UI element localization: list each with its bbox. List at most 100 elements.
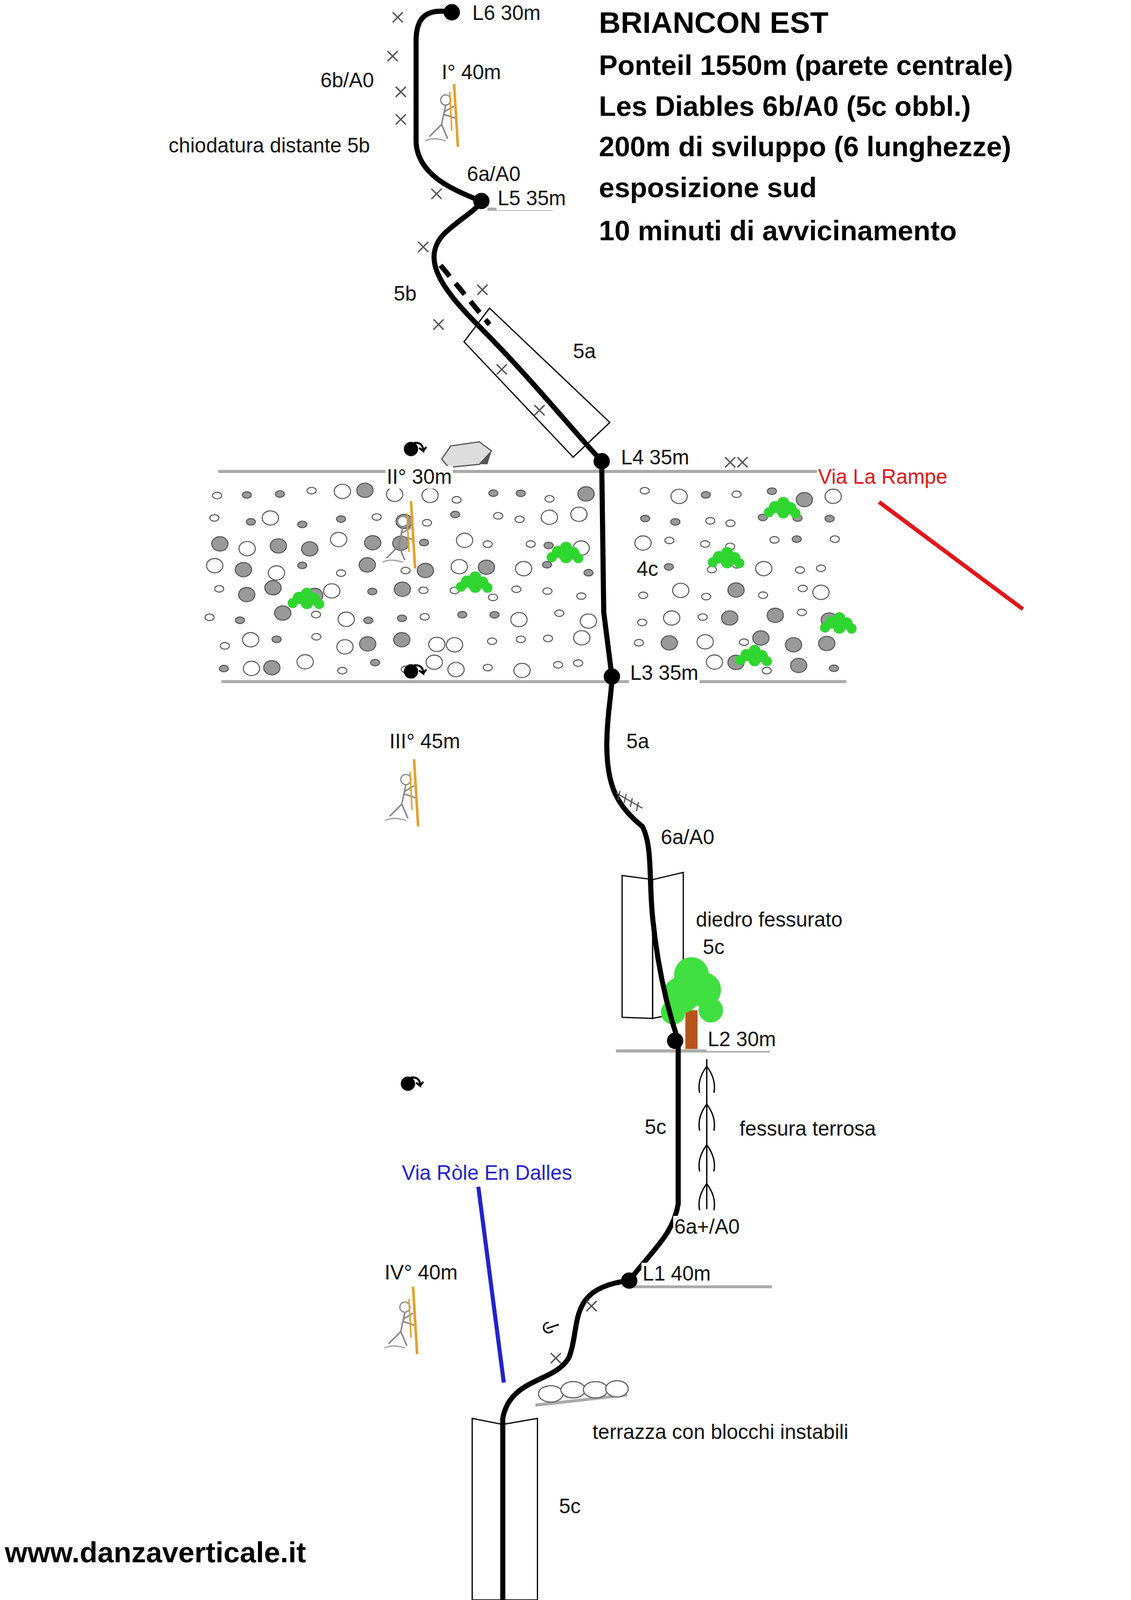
pebble xyxy=(478,560,495,575)
pebble xyxy=(235,616,245,624)
route-info: Les Diables 6b/A0 (5c obbl.) xyxy=(598,91,972,122)
pebble xyxy=(640,487,650,494)
pebble xyxy=(790,658,807,673)
route-info: 200m di sviluppo (6 lunghezze) xyxy=(598,131,1012,163)
pebble xyxy=(311,633,321,640)
pebble xyxy=(637,618,647,626)
pebble xyxy=(483,664,493,671)
pebble xyxy=(543,541,554,549)
pebble xyxy=(446,637,463,653)
pebble xyxy=(219,665,229,672)
pebble xyxy=(297,520,307,528)
pebble xyxy=(543,634,553,642)
pebble xyxy=(825,515,835,522)
pebble xyxy=(697,613,708,620)
pebble xyxy=(542,561,552,568)
grade-label: 6b/A0 xyxy=(319,69,375,93)
grade-label: 6a/A0 xyxy=(659,826,716,849)
earthy-crack xyxy=(699,1058,715,1210)
pebble xyxy=(661,635,678,651)
pebble xyxy=(487,637,497,645)
other-route-blue xyxy=(478,1186,504,1383)
pebble xyxy=(268,565,285,581)
pebble xyxy=(634,639,644,646)
pebble xyxy=(214,585,224,592)
grade-label: 4c xyxy=(635,557,660,581)
pebble xyxy=(274,605,291,621)
feature-label: fessura terrosa xyxy=(738,1117,877,1141)
pebble xyxy=(818,636,835,651)
pebble xyxy=(263,660,281,675)
pebble xyxy=(796,492,813,507)
pebble xyxy=(330,532,347,547)
feature-label: terrazza con blocchi instabili xyxy=(591,1420,850,1444)
bushes xyxy=(287,496,857,666)
grade-label: 6a+/A0 xyxy=(673,1215,742,1239)
route-variant xyxy=(440,264,490,325)
pebble xyxy=(511,585,521,593)
pebble xyxy=(359,636,376,652)
pebble xyxy=(671,489,688,504)
pebble xyxy=(262,510,279,526)
pebble xyxy=(212,492,222,499)
pebble xyxy=(359,557,376,572)
grade-label: 5c xyxy=(701,936,726,959)
belay-label: L4 35m xyxy=(619,446,691,470)
pebble xyxy=(493,512,503,519)
watermark: www.danzaverticale.it xyxy=(4,1536,306,1568)
pebble xyxy=(220,642,230,649)
pebble xyxy=(264,580,282,596)
pebble xyxy=(554,609,564,617)
pebble xyxy=(515,490,526,497)
pebble xyxy=(752,630,770,646)
grade-label: 6a/A0 xyxy=(465,163,522,186)
pebble xyxy=(488,594,498,601)
pebble xyxy=(428,637,445,652)
boulder xyxy=(441,441,492,467)
title: BRIANCON EST xyxy=(598,5,829,40)
pebble xyxy=(367,588,377,595)
pebble xyxy=(706,654,723,670)
pebble xyxy=(721,610,738,626)
pebble xyxy=(510,612,527,627)
route-info: esposizione sud xyxy=(598,172,818,204)
pebble xyxy=(785,637,802,653)
pebble xyxy=(542,587,553,595)
pebble xyxy=(526,540,536,548)
pebble xyxy=(825,489,842,504)
pebble xyxy=(541,510,558,525)
belay-label: L3 35m xyxy=(629,661,700,685)
note: chiodatura distante 5b xyxy=(167,134,372,158)
pebble xyxy=(338,611,355,627)
pebble xyxy=(830,535,840,543)
pebble xyxy=(372,513,382,521)
grade-label: 5c xyxy=(557,1495,582,1518)
pebble xyxy=(638,591,648,599)
piton xyxy=(543,1322,559,1333)
pebble xyxy=(426,654,443,670)
pebble xyxy=(672,583,689,598)
pebble xyxy=(792,535,802,543)
pebble xyxy=(570,506,588,522)
pebble xyxy=(306,487,317,494)
band-texture xyxy=(205,483,842,678)
pebble xyxy=(270,538,287,554)
pebble xyxy=(516,636,526,643)
pebble xyxy=(336,569,346,577)
pebble xyxy=(297,561,307,569)
pebble xyxy=(400,567,410,574)
rappel-label: IV° 40m xyxy=(383,1261,459,1284)
pebble xyxy=(634,535,652,551)
route-line xyxy=(416,11,679,1600)
grade-label: 5b xyxy=(392,282,418,306)
pebble xyxy=(514,515,525,523)
route-name: Via Ròle En Dalles xyxy=(400,1161,574,1185)
belay-label: L6 30m xyxy=(471,2,542,25)
pebble xyxy=(211,536,228,551)
pebble xyxy=(483,540,493,548)
pebble xyxy=(515,561,532,576)
pebble xyxy=(767,487,777,495)
pebble xyxy=(242,491,252,499)
pebble xyxy=(205,613,215,621)
feature-label: diedro fessurato xyxy=(694,908,844,932)
